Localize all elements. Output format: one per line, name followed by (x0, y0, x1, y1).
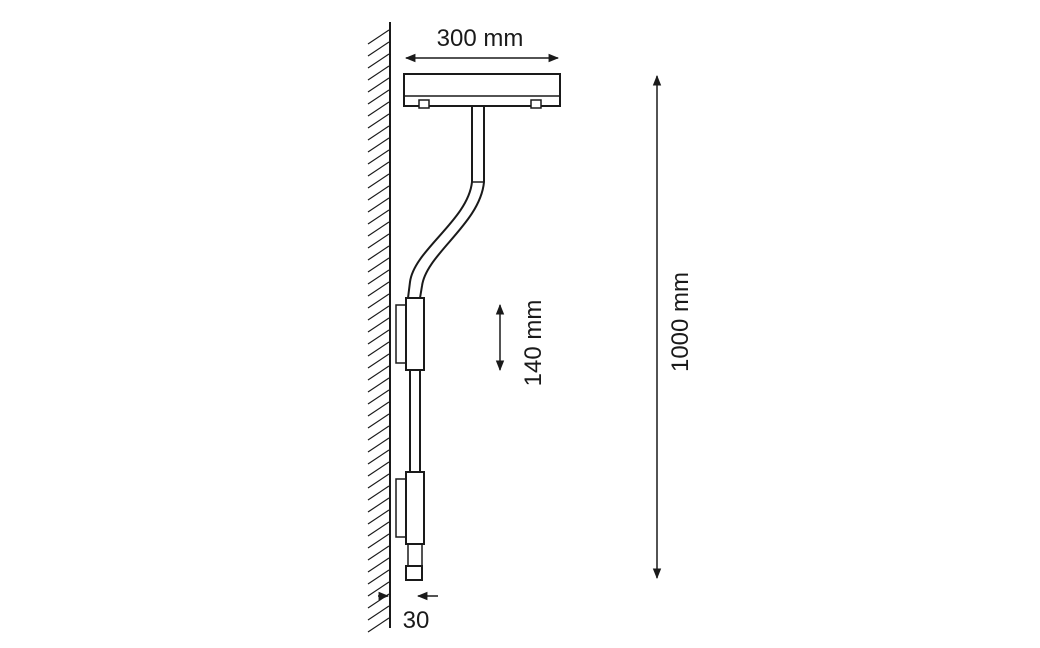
hatch-line (367, 125, 390, 141)
ceiling-canopy (403, 73, 561, 109)
segment-label: 140 mm (520, 300, 547, 387)
hatch-line (367, 185, 390, 201)
height-dimension: 1000 mm (652, 74, 694, 580)
hatch-line (367, 269, 390, 285)
width-dimension: 300 mm (404, 25, 560, 63)
hatch-line (367, 113, 390, 129)
hatch-line (367, 221, 390, 237)
hatch-line (367, 485, 390, 501)
hatch-line (367, 569, 390, 585)
hatch-line (367, 461, 390, 477)
hatch-line (367, 389, 390, 405)
hatch-line (367, 317, 390, 333)
hatch-line (367, 605, 390, 621)
hatch-line (367, 137, 390, 153)
hatch-line (367, 65, 390, 81)
lamp-arm (407, 106, 485, 299)
hatch-line (367, 41, 390, 57)
hatch-line (367, 497, 390, 513)
offset-label: 30 (403, 607, 430, 634)
hatch-line (367, 257, 390, 273)
hatch-line (367, 233, 390, 249)
hatch-line (367, 581, 390, 597)
hatch-line (367, 617, 390, 633)
hatch-line (367, 473, 390, 489)
hatch-line (367, 245, 390, 261)
hatch-line (367, 437, 390, 453)
hatch-line (367, 557, 390, 573)
hatch-line (367, 329, 390, 345)
wall (367, 22, 391, 633)
lower-light-segment (395, 471, 425, 581)
hatch-line (367, 89, 390, 105)
width-label: 300 mm (437, 25, 524, 52)
hatch-line (367, 149, 390, 165)
hatch-line (367, 365, 390, 381)
hatch-line (367, 425, 390, 441)
hatch-line (367, 53, 390, 69)
hatch-line (367, 197, 390, 213)
hatch-line (367, 173, 390, 189)
offset-dimension: 30 (378, 591, 438, 634)
hatch-line (367, 353, 390, 369)
hatch-line (367, 305, 390, 321)
hatch-line (367, 29, 390, 45)
hatch-line (367, 77, 390, 93)
hatch-line (367, 521, 390, 537)
hatch-line (367, 293, 390, 309)
hatch-line (367, 101, 390, 117)
wall-hatching (367, 29, 390, 633)
hatch-line (367, 449, 390, 465)
hatch-line (367, 533, 390, 549)
hatch-line (367, 281, 390, 297)
hatch-line (367, 401, 390, 417)
hatch-line (367, 509, 390, 525)
hatch-line (367, 377, 390, 393)
hatch-line (367, 413, 390, 429)
upper-light-segment (395, 297, 425, 472)
hatch-line (367, 545, 390, 561)
hatch-line (367, 209, 390, 225)
hatch-line (367, 161, 390, 177)
height-label: 1000 mm (667, 272, 694, 372)
hatch-line (367, 341, 390, 357)
segment-dimension: 140 mm (495, 300, 547, 387)
